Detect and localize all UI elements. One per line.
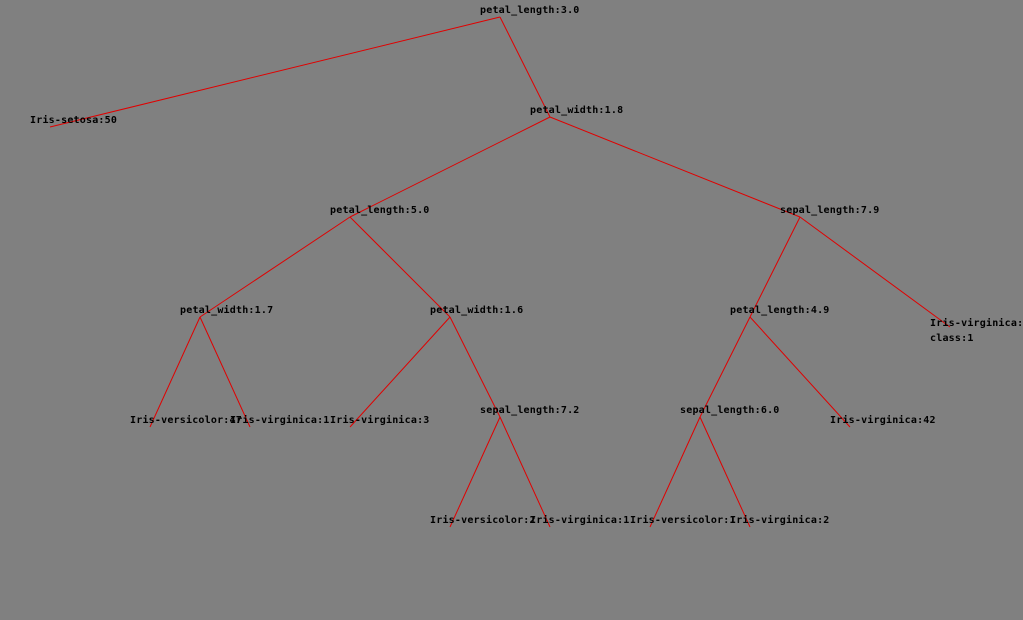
tree-node-pl49: petal_length:4.9 — [730, 305, 830, 316]
tree-node-virg2: Iris-virginica:2 — [730, 515, 830, 526]
tree-edge-pw17-to-virg1a — [199, 316, 251, 428]
tree-edge-sl79-to-virg-class — [799, 216, 951, 328]
tree-node-vers1: Iris-versicolor:1 — [630, 515, 736, 526]
tree-edges — [49, 16, 951, 528]
tree-node-sl60: sepal_length:6.0 — [680, 405, 780, 416]
tree-node-pl50: petal_length:5.0 — [330, 205, 430, 216]
tree-edge-pw16-to-virg3 — [349, 316, 451, 428]
tree-edge-sl60-to-vers1 — [649, 416, 701, 528]
tree-node-pw18: petal_width:1.8 — [530, 105, 624, 116]
tree-edge-pl50-to-pw16 — [349, 216, 451, 318]
tree-node-virg-class: Iris-virginica: class:1 — [930, 318, 1023, 344]
tree-node-sl79: sepal_length:7.9 — [780, 205, 880, 216]
tree-node-vers47: Iris-versicolor:47 — [130, 415, 242, 426]
tree-node-pw16: petal_width:1.6 — [430, 305, 524, 316]
tree-edge-sl79-to-pl49 — [749, 216, 801, 318]
tree-edge-pw17-to-vers47 — [149, 316, 201, 428]
tree-edge-sl60-to-virg2 — [699, 416, 751, 528]
tree-edge-pl49-to-sl60 — [699, 316, 751, 418]
tree-node-virg1b: Iris-virginica:1 — [530, 515, 630, 526]
tree-node-virg42: Iris-virginica:42 — [830, 415, 936, 426]
tree-node-virg3: Iris-virginica:3 — [330, 415, 430, 426]
tree-node-setosa: Iris-setosa:50 — [30, 115, 118, 126]
tree-edge-pl49-to-virg42 — [749, 316, 851, 428]
tree-edge-sl72-to-vers2 — [449, 416, 501, 528]
tree-node-sl72: sepal_length:7.2 — [480, 405, 580, 416]
tree-node-vers2: Iris-versicolor:2 — [430, 515, 536, 526]
tree-edge-sl72-to-virg1b — [499, 416, 551, 528]
tree-node-root: petal_length:3.0 — [480, 5, 580, 16]
tree-edge-root-to-setosa — [49, 16, 501, 128]
tree-edge-pw18-to-sl79 — [549, 116, 801, 218]
tree-edge-pw18-to-pl50 — [349, 116, 551, 218]
tree-edge-pw16-to-sl72 — [449, 316, 501, 418]
tree-node-pw17: petal_width:1.7 — [180, 305, 274, 316]
tree-node-virg1a: Iris-virginica:1 — [230, 415, 330, 426]
tree-edge-root-to-pw18 — [499, 16, 551, 118]
tree-edge-pl50-to-pw17 — [199, 216, 351, 318]
